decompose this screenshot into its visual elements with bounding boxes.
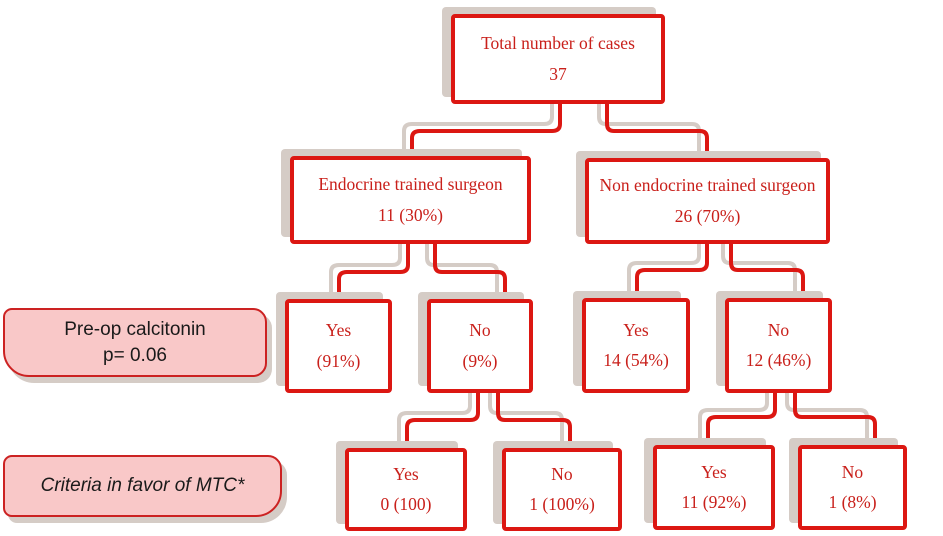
node-value: (91%) <box>316 350 361 371</box>
node-label: Yes <box>393 463 419 484</box>
row-label-preop-line2: p= 0.06 <box>103 344 167 366</box>
node-nonendo-calcitonin-yes: Yes 14 (54%) <box>582 298 690 393</box>
node-nonendo-criteria-no: No 1 (8%) <box>798 445 907 530</box>
node-nonendo-criteria-yes: Yes 11 (92%) <box>653 445 775 530</box>
node-label: No <box>551 463 573 484</box>
node-endo-criteria-yes: Yes 0 (100) <box>345 448 467 531</box>
node-value: 11 (92%) <box>681 492 747 512</box>
connector-endocrine-no <box>433 243 507 301</box>
row-label-criteria-line1: Criteria in favor of MTC* <box>40 475 245 497</box>
node-value: 0 (100) <box>380 494 432 514</box>
connector-endocrine-yes <box>337 243 410 301</box>
node-total-cases-value: 37 <box>549 63 567 84</box>
node-endocrine-label: Endocrine trained surgeon <box>318 174 503 195</box>
node-value: 1 (100%) <box>529 494 595 514</box>
node-endo-criteria-no: No 1 (100%) <box>502 448 622 531</box>
node-value: 14 (54%) <box>603 350 669 370</box>
node-value: (9%) <box>462 350 498 371</box>
connector-nonendocrine-no <box>729 243 805 300</box>
connector-nonendono-criteria-no <box>793 392 877 447</box>
node-endocrine-value: 11 (30%) <box>378 204 443 225</box>
connector-nonendono-criteria-yes <box>706 392 777 447</box>
connector-endono-criteria-yes <box>405 392 480 450</box>
node-label: No <box>841 461 864 482</box>
connector-root-nonendocrine <box>605 103 709 160</box>
node-endo-calcitonin-no: No (9%) <box>427 299 533 393</box>
row-label-preop-calcitonin: Pre-op calcitonin p= 0.06 <box>3 308 267 377</box>
node-nonendocrine-label: Non endocrine trained surgeon <box>599 175 816 196</box>
connector-root-endocrine <box>410 103 562 158</box>
node-label: No <box>469 320 491 341</box>
node-label: Yes <box>701 461 727 482</box>
node-endo-calcitonin-yes: Yes (91%) <box>285 299 392 393</box>
node-total-cases-label: Total number of cases <box>481 33 635 54</box>
node-value: 12 (46%) <box>745 350 812 370</box>
node-nonendocrine-surgeon: Non endocrine trained surgeon 26 (70%) <box>585 158 830 244</box>
node-value: 1 (8%) <box>828 492 877 512</box>
node-label: Yes <box>325 320 352 341</box>
connector-shadows <box>329 96 869 443</box>
connector-endono-criteria-no <box>496 392 572 450</box>
connector-nonendocrine-yes <box>635 243 709 300</box>
node-label: No <box>767 319 790 340</box>
node-label: Yes <box>623 319 649 340</box>
node-nonendocrine-value: 26 (70%) <box>674 205 741 226</box>
row-label-preop-line1: Pre-op calcitonin <box>64 318 206 340</box>
node-nonendo-calcitonin-no: No 12 (46%) <box>725 298 832 393</box>
node-endocrine-surgeon: Endocrine trained surgeon 11 (30%) <box>290 156 531 244</box>
node-total-cases: Total number of cases 37 <box>451 14 665 104</box>
row-label-criteria-mtc: Criteria in favor of MTC* <box>3 455 282 517</box>
connector-main <box>337 103 877 450</box>
